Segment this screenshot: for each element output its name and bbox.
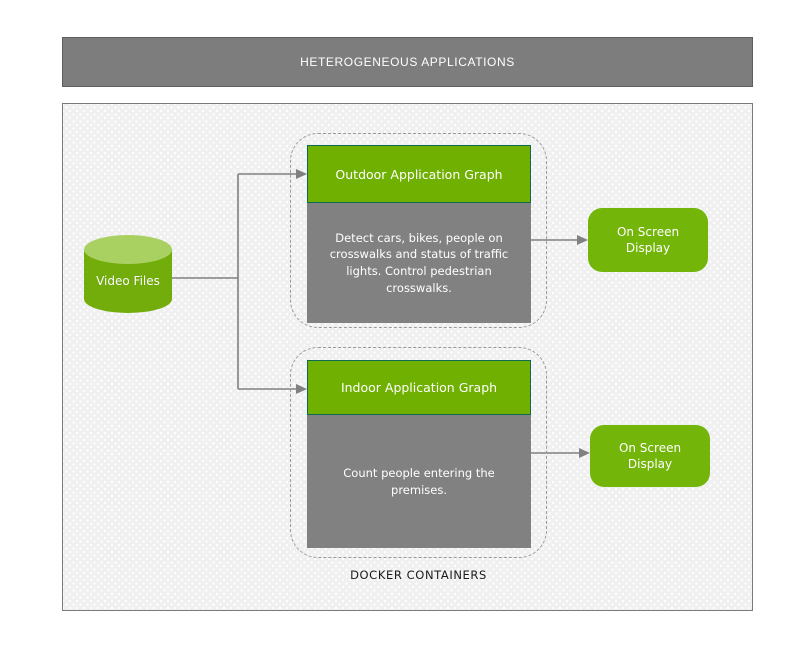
heterogeneous-applications-banner: HETEROGENEOUS APPLICATIONS [62,37,753,87]
docker-containers-caption: DOCKER CONTAINERS [350,568,487,582]
on-screen-display-top: On Screen Display [588,208,708,272]
banner-title: HETEROGENEOUS APPLICATIONS [300,55,515,69]
indoor-description: Count people entering the premises. [343,465,495,497]
docker-group-indoor [290,347,547,558]
outdoor-application-graph-title: Outdoor Application Graph [307,145,531,203]
video-files-cylinder-top [84,235,172,264]
outdoor-application-graph-body: Detect cars, bikes, people on crosswalks… [307,203,531,323]
outdoor-description: Detect cars, bikes, people on crosswalks… [329,230,509,295]
on-screen-display-bottom: On Screen Display [590,425,710,487]
video-files-label: Video Files [96,274,160,288]
osd-top-label: On Screen Display [616,224,680,255]
outdoor-title-text: Outdoor Application Graph [335,166,503,182]
indoor-title-text: Indoor Application Graph [340,380,498,395]
indoor-application-graph-body: Count people entering the premises. [307,415,531,548]
indoor-application-graph-title: Indoor Application Graph [307,360,531,415]
osd-bottom-label: On Screen Display [618,440,682,471]
docker-group-outdoor [290,133,547,328]
